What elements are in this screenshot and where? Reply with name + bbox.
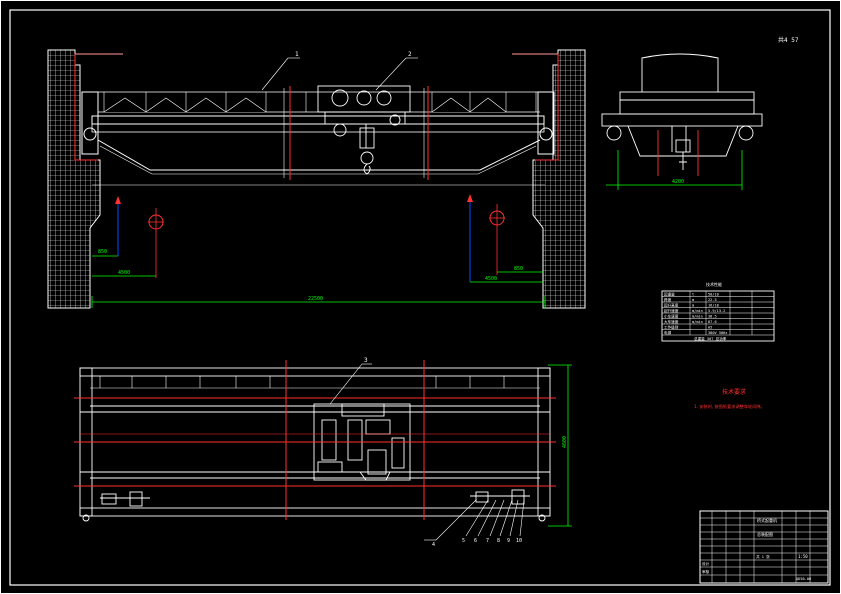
spec-cell: 电源 [664, 330, 672, 335]
title-block-subtitle: 总装配图 [757, 531, 773, 537]
spec-cell: 起重量 [664, 292, 675, 297]
corner-note: 共4 57 [778, 36, 799, 44]
dim-span: 22500 [308, 296, 323, 302]
spec-table-caption: 技术性能 [706, 281, 722, 287]
front-elevation-view: 850 4500 4500 850 22500 1 2 [47, 49, 743, 527]
left-wall-hatch [47, 49, 101, 309]
spec-cell: 380V 50Hz [708, 331, 727, 335]
spec-cell: 小车速度 [664, 314, 679, 319]
notes-line-1: 1. 安装时, 按图纸要求调整车轮间隙。 [694, 403, 765, 410]
spec-cell: m [692, 298, 694, 302]
callout-2: 2 [408, 51, 412, 58]
dim-plan-height: 4600 [562, 436, 568, 448]
spec-cell: 38.5 [708, 315, 717, 319]
sheet-inner-border [9, 9, 831, 586]
spec-table: 技术性能 起重量 t 50/10 跨度 m 22.5 起升高度 m 16/18 起升速度 m/min… [661, 281, 775, 342]
spec-cell: t [692, 293, 694, 297]
spec-cell: 起升速度 [664, 308, 679, 313]
right-wall-hatch [532, 49, 586, 309]
spec-cell: m/min [692, 320, 703, 324]
spec-cell: m/min [692, 309, 703, 313]
trolley-front [317, 85, 411, 175]
dim-right-small: 850 [514, 266, 523, 272]
title-block-sheet: 共 1 张 [756, 554, 770, 559]
right-hook-marker [467, 194, 505, 282]
right-wall-outline-red [512, 53, 559, 161]
spec-cell: m [692, 304, 694, 308]
callout-5: 5 [462, 538, 465, 544]
spec-cell: 22.5 [708, 298, 717, 302]
title-block: 桥式起重机 总装配图 1:50 共 1 张 设计 审核 QD50-00 [699, 510, 829, 584]
notes-title: 技术要求 [722, 388, 746, 396]
dim-right-hook: 4500 [485, 276, 497, 282]
callout-3: 3 [364, 357, 368, 364]
spec-cell: 起升高度 [664, 303, 679, 308]
callout-4: 4 [432, 542, 435, 548]
spec-cell: 大车速度 [664, 319, 679, 324]
spec-table-footer: 总重量 50T 总功率 [694, 336, 727, 341]
title-block-scale: 1:50 [798, 554, 808, 559]
spec-cell: 50/10 [708, 293, 719, 297]
spec-cell: 16/18 [708, 304, 719, 308]
spec-cell: 跨度 [664, 297, 672, 302]
side-elevation-view [601, 53, 763, 176]
spec-cell: 工作级别 [664, 325, 679, 330]
title-block-title: 桥式起重机 [757, 517, 777, 523]
callout-1: 1 [295, 51, 299, 58]
dim-side-base: 4200 [672, 179, 684, 185]
spec-cell: m/min [692, 315, 703, 319]
dim-left-small: 850 [98, 249, 107, 255]
left-hook-marker [115, 196, 164, 278]
callout-7: 7 [486, 538, 489, 544]
title-block-checker: 审核 [702, 569, 710, 574]
title-block-designer: 设计 [702, 561, 710, 566]
title-block-drawing-no: QD50-00 [796, 577, 811, 581]
callout-8: 8 [497, 538, 500, 544]
dim-left-hook: 4500 [118, 270, 130, 276]
callout-9: 9 [507, 538, 510, 544]
callout-10: 10 [516, 538, 522, 544]
spec-cell: 87.6 [708, 320, 717, 324]
spec-cell: 5.9/13.2 [708, 309, 725, 313]
spec-cell: A5 [708, 326, 712, 330]
callout-6: 6 [474, 538, 477, 544]
plan-view [79, 367, 551, 522]
